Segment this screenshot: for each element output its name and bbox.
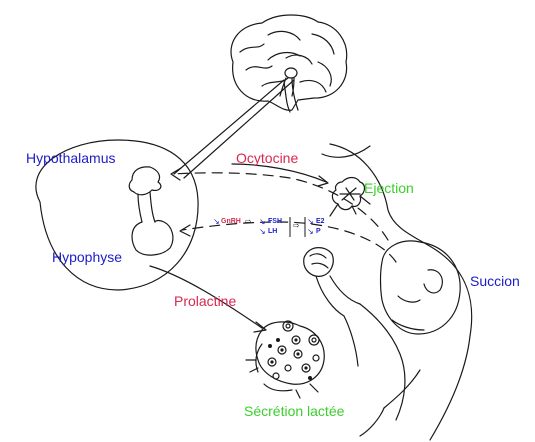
hormone-p: P bbox=[316, 228, 321, 235]
down-right-arrow-icon: ↘ bbox=[259, 217, 266, 226]
down-right-arrow-icon: ↘ bbox=[307, 217, 314, 226]
projection-lines bbox=[173, 79, 295, 179]
ocytocine-arrow bbox=[231, 163, 327, 183]
label-hypothalamus: Hypothalamus bbox=[26, 150, 116, 166]
label-prolactine: Prolactine bbox=[174, 293, 237, 309]
hormone-lh: LH bbox=[268, 228, 278, 235]
right-arrow-icon: ⇨ bbox=[245, 217, 252, 226]
label-succion: Succion bbox=[470, 273, 520, 289]
ejection-cell-drawing bbox=[329, 176, 371, 217]
succion-signal-upper bbox=[171, 172, 389, 241]
label-ocytocine: Ocytocine bbox=[236, 150, 299, 166]
alveoli-drawing bbox=[245, 320, 325, 399]
succion-signal-lower bbox=[181, 221, 397, 263]
hormone-e2: E2 bbox=[316, 218, 325, 225]
hormone-fsh: FSH bbox=[268, 218, 282, 225]
label-secretion-lactee: Sécrétion lactée bbox=[244, 403, 345, 419]
prolactine-arrow bbox=[149, 265, 263, 329]
hormone-gnrh: GnRH bbox=[221, 218, 241, 225]
right-arrow-icon: ⇨ bbox=[293, 221, 300, 230]
alveoli-nuclei bbox=[268, 338, 312, 380]
label-ejection: Ejection bbox=[364, 180, 414, 196]
down-right-arrow-icon: ↘ bbox=[213, 217, 220, 226]
label-hypophyse: Hypophyse bbox=[52, 249, 123, 265]
brain-drawing bbox=[230, 14, 348, 113]
mother-body-drawing bbox=[321, 143, 473, 441]
cascade-separators bbox=[289, 217, 306, 237]
hypothalamus-circle bbox=[35, 139, 199, 291]
down-right-arrow-icon: ↘ bbox=[259, 227, 266, 236]
down-right-arrow-icon: ↘ bbox=[307, 227, 314, 236]
baby-drawing bbox=[303, 240, 461, 421]
